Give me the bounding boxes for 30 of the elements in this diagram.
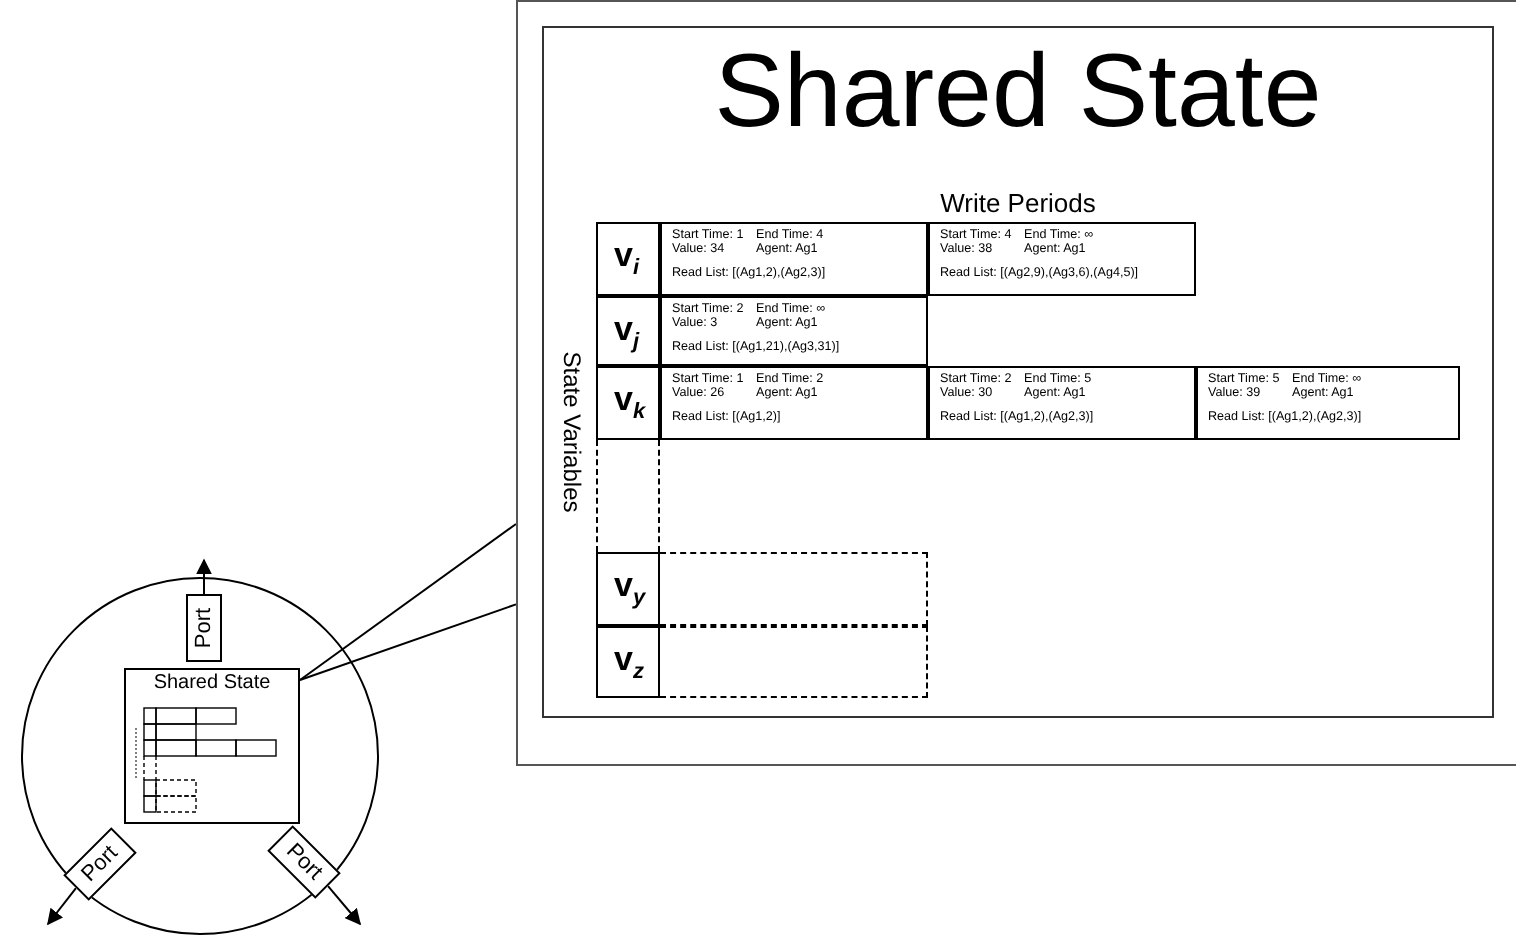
write-period-cell	[660, 222, 928, 296]
port-label: Port	[75, 839, 125, 891]
arrow	[47, 887, 77, 926]
write-period-cell	[660, 296, 928, 366]
port-label: Port	[194, 605, 216, 653]
write-period-cell	[928, 222, 1196, 296]
write-period-cell	[928, 366, 1196, 440]
write-period-cell	[1196, 366, 1460, 440]
box-title: Shared State	[151, 674, 273, 694]
variable-label: v$_{y}$	[614, 568, 646, 610]
variable-label: v$_{k}$	[614, 382, 646, 424]
panel-title: Shared State	[712, 40, 1324, 144]
variable-header-box	[596, 296, 660, 366]
port-box	[186, 594, 222, 662]
variable-header-box	[596, 222, 660, 296]
variable-header-box	[596, 366, 660, 440]
shared-state-box	[124, 668, 300, 824]
axis-title: State Variables	[560, 349, 584, 517]
variable-header-box	[596, 626, 660, 698]
variable-label: v$_{z}$	[614, 642, 644, 684]
zoom-callout-line	[299, 603, 517, 681]
variable-header-box	[596, 552, 660, 626]
write-period-cell	[660, 366, 928, 440]
zoom-callout-line	[299, 522, 517, 681]
section-heading: Write Periods	[938, 190, 1098, 216]
arrow	[196, 558, 212, 595]
variable-label: v$_{j}$	[614, 312, 640, 354]
arrow	[327, 885, 362, 926]
agent-circle	[20, 576, 380, 936]
variable-label: v$_{i}$	[614, 238, 640, 280]
